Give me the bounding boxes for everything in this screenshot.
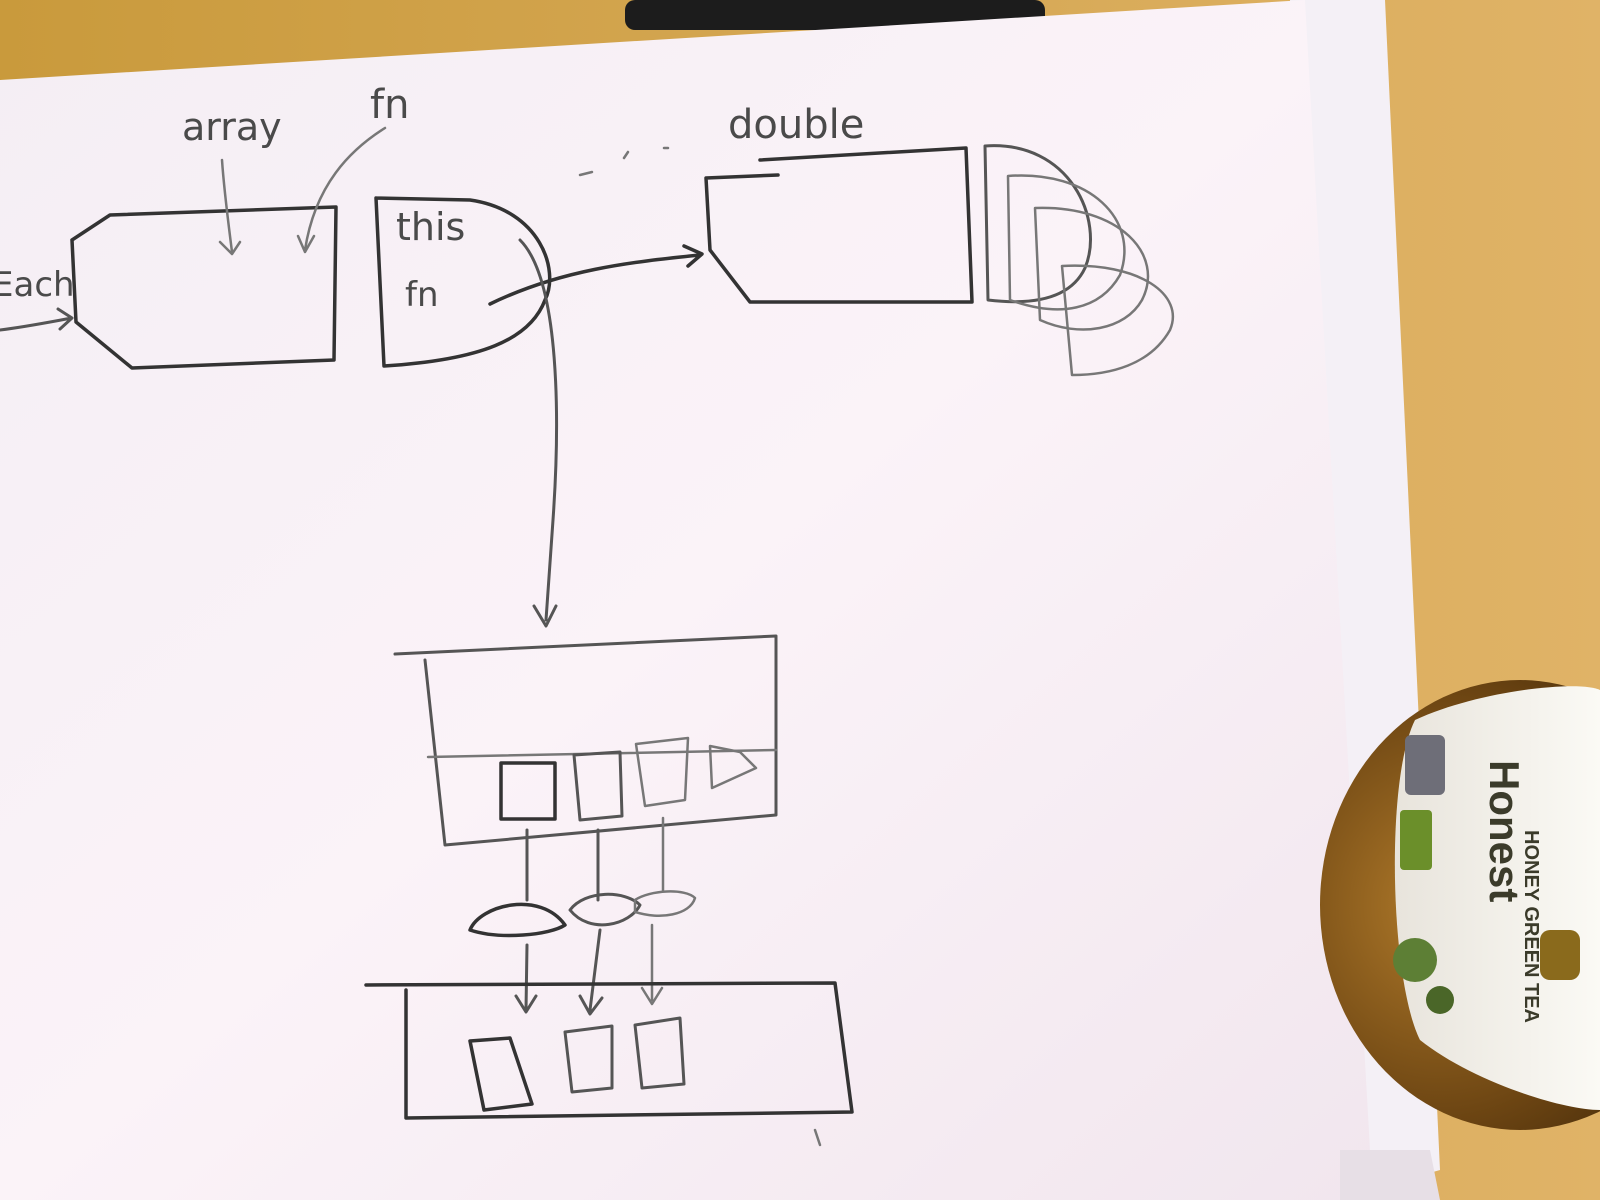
label-fn-top: fn <box>370 82 409 128</box>
jar-brand: Honest <box>1481 760 1528 902</box>
arrow-fn-down <box>518 238 559 628</box>
jar-fruit-graphic <box>1540 930 1580 980</box>
array-pointer <box>218 158 242 256</box>
label-each: Each <box>0 265 75 305</box>
label-array: array <box>182 105 282 149</box>
double-output-shape-1 <box>983 144 1092 304</box>
source-slot-3 <box>634 736 690 808</box>
double-output-shape-4 <box>1060 264 1175 377</box>
paper-shadow <box>1340 1150 1440 1200</box>
source-slot-1 <box>499 761 557 821</box>
tea-jar: Honest HONEY GREEN TEA <box>1320 680 1600 1130</box>
transform-node-2 <box>568 892 642 927</box>
source-array-box <box>393 634 778 847</box>
result-slot-2 <box>563 1024 614 1094</box>
label-this: this <box>396 205 465 249</box>
transform-node-3 <box>633 890 697 917</box>
double-output-shape-3 <box>1033 206 1150 331</box>
transform-node-1 <box>468 902 567 938</box>
ellipsis-marks <box>578 146 670 177</box>
jar-product: HONEY GREEN TEA <box>1520 830 1542 1023</box>
map-arrow-2 <box>578 928 604 1016</box>
double-box <box>704 146 974 304</box>
each-box <box>70 205 338 370</box>
result-array-box <box>364 981 854 1120</box>
fn-pointer <box>296 126 387 254</box>
jar-badge-2 <box>1400 810 1432 870</box>
result-slot-3 <box>633 1016 686 1090</box>
result-slot-1 <box>468 1036 534 1112</box>
double-output-shape-2 <box>1006 174 1126 311</box>
jar-badge-1 <box>1405 735 1445 795</box>
jar-seal <box>1393 938 1437 982</box>
stray-mark <box>813 1128 822 1147</box>
source-slot-2 <box>572 750 624 822</box>
arrow-fn-to-double <box>488 244 704 306</box>
map-arrow-3 <box>640 923 664 1006</box>
source-slot-4 <box>708 744 758 790</box>
label-double: double <box>728 102 864 148</box>
arrow-into-each-box <box>0 307 74 332</box>
map-arrow-1 <box>514 943 538 1014</box>
label-fn-inner: fn <box>405 275 439 315</box>
jar-seal-2 <box>1426 986 1454 1014</box>
paper-sheet <box>0 0 1370 1200</box>
